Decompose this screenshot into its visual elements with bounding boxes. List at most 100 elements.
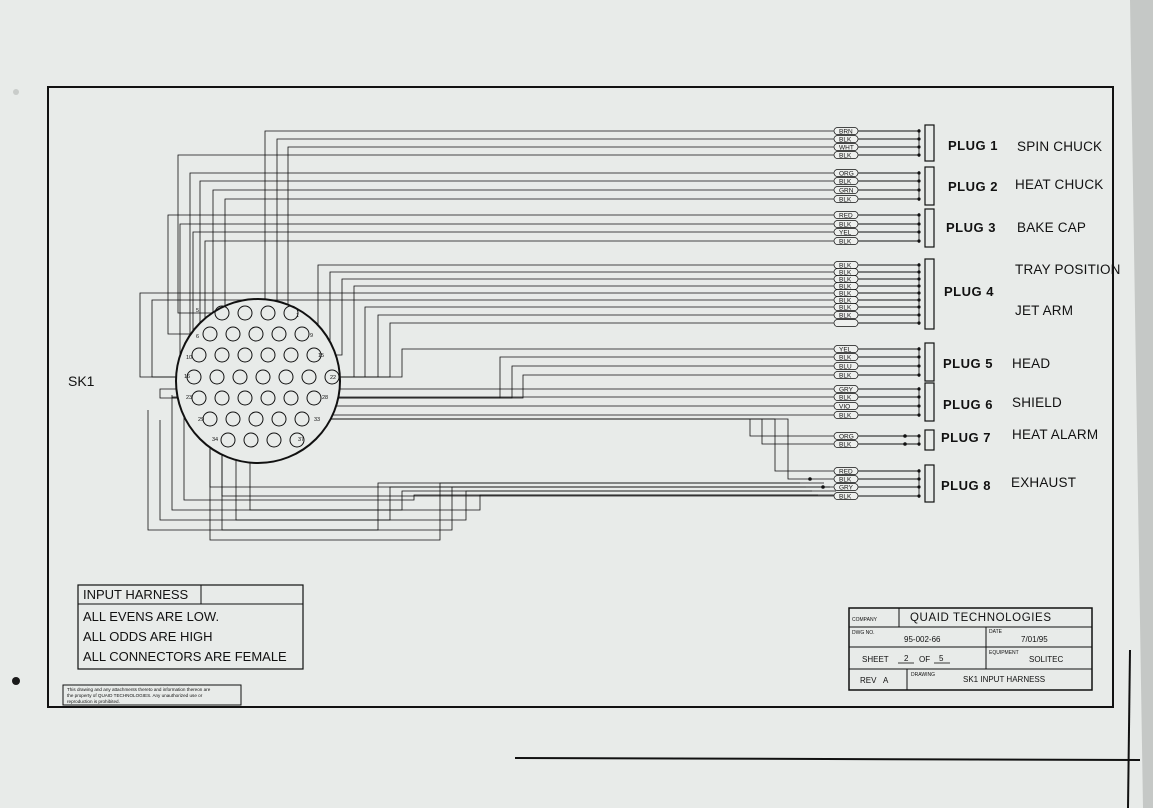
connector-pin — [248, 411, 264, 427]
wire-color-code: BLK — [839, 221, 852, 228]
wire-color-code: BLK — [839, 412, 852, 419]
date-value: 7/01/95 — [1021, 635, 1048, 644]
plug-1-label: PLUG 1 — [948, 138, 998, 153]
connector-pin — [248, 326, 264, 342]
plug-body — [924, 382, 935, 422]
connector-pin — [191, 390, 207, 406]
connector-pin — [283, 390, 299, 406]
wire-color-code: BLK — [839, 372, 852, 379]
wire-color-code: BLK — [839, 304, 852, 311]
paper-shadow — [1130, 0, 1153, 808]
page-edge-line — [1127, 649, 1131, 808]
plug-pin — [917, 434, 921, 438]
connector-pin — [225, 411, 241, 427]
wire-color-code: BLK — [839, 441, 852, 448]
pin-number-23: 23 — [186, 395, 192, 401]
pin-number-33: 33 — [314, 417, 320, 423]
equipment-value: SOLITEC — [1029, 655, 1063, 664]
connector-pin — [271, 411, 287, 427]
wire-color-code: YEL — [839, 229, 852, 236]
harness-wire — [332, 348, 834, 378]
connector-pin — [237, 390, 253, 406]
connector-pin — [237, 347, 253, 363]
disclaimer-line-3: reproduction is prohibited. — [67, 699, 120, 704]
connector-pin — [294, 411, 310, 427]
plug-pin — [917, 230, 921, 234]
drawing-label: DRAWING — [911, 672, 935, 678]
connector-pin — [278, 369, 294, 385]
pin-number-5: 5 — [196, 308, 199, 314]
wire-color-code: BLU — [839, 363, 852, 370]
pin-number-10: 10 — [186, 355, 192, 361]
wire-color-code: WHT — [839, 144, 854, 151]
plug-pin — [917, 137, 921, 141]
plug-7-label: PLUG 7 — [941, 430, 991, 445]
plug-6-label: PLUG 6 — [943, 397, 993, 412]
plug-pin — [917, 179, 921, 183]
disclaimer-line-1: This drawing and any attachments thereto… — [67, 687, 211, 692]
plug-body — [924, 342, 935, 382]
plug-body — [924, 258, 935, 330]
plug-pin — [917, 197, 921, 201]
connector-pin — [260, 305, 276, 321]
company-name: QUAID TECHNOLOGIES — [910, 612, 1052, 624]
pin-number-22: 22 — [330, 375, 336, 381]
wire-color-code: BLK — [839, 196, 852, 203]
plug-2-name: HEAT CHUCK — [1015, 177, 1104, 192]
plug-body — [924, 429, 935, 451]
disclaimer-box — [62, 684, 242, 706]
of-label: OF — [919, 655, 930, 664]
plug-body — [924, 208, 935, 248]
plug-pin — [917, 277, 921, 281]
connector-pin — [260, 390, 276, 406]
connector-pin — [209, 369, 225, 385]
harness-wire — [245, 374, 834, 399]
plug-body — [924, 124, 935, 162]
notes-line-1: ALL EVENS ARE LOW. — [83, 609, 219, 624]
pin-number-1: 1 — [296, 313, 299, 319]
wire-color-code: BLK — [839, 136, 852, 143]
plug-pin — [917, 355, 921, 359]
plug-pin — [917, 291, 921, 295]
connector-pin — [186, 369, 202, 385]
plug-pin — [917, 413, 921, 417]
wire-color-code: BLK — [839, 276, 852, 283]
connector-pin — [202, 411, 218, 427]
plug-pin — [917, 263, 921, 267]
plug-pin — [917, 129, 921, 133]
plug-pin — [917, 153, 921, 157]
notes-title: INPUT HARNESS — [83, 587, 189, 602]
connector-pin — [191, 347, 207, 363]
wire-color-code: BLK — [839, 269, 852, 276]
plug-pin — [917, 373, 921, 377]
plug-pin — [917, 239, 921, 243]
pin-number-29: 29 — [198, 417, 204, 423]
rev-value: A — [883, 676, 889, 685]
plug-connectors: BRNBLKWHTBLKORGBLKGRNBLKREDBLKYELBLKBLKB… — [833, 124, 935, 503]
connector-pin — [289, 432, 305, 448]
disclaimer-line-2: the property of QUAID TECHNOLOGIES. Any … — [67, 693, 203, 698]
plug-pin — [917, 347, 921, 351]
plug-pin — [917, 270, 921, 274]
plug-8-label: PLUG 8 — [941, 478, 991, 493]
sheet-label: SHEET — [862, 655, 889, 664]
pin-number-6: 6 — [196, 334, 199, 340]
wire-color-code: RED — [839, 468, 853, 475]
connector-pin — [202, 326, 218, 342]
plug-pin — [917, 395, 921, 399]
connector-pin — [237, 305, 253, 321]
connector-pin — [283, 347, 299, 363]
wire-color-code: ORG — [839, 433, 854, 440]
connector-pin — [214, 305, 230, 321]
dwg-no-value: 95-002-66 — [904, 635, 941, 644]
sheet-number: 2 — [904, 654, 909, 663]
wire-tag — [833, 319, 859, 327]
connector-pin — [225, 326, 241, 342]
plug-pin — [917, 188, 921, 192]
plug-5-label: PLUG 5 — [943, 356, 993, 371]
wire-color-code: BLK — [839, 178, 852, 185]
wire-junction — [821, 485, 825, 489]
wire-color-code: GRY — [839, 386, 854, 393]
